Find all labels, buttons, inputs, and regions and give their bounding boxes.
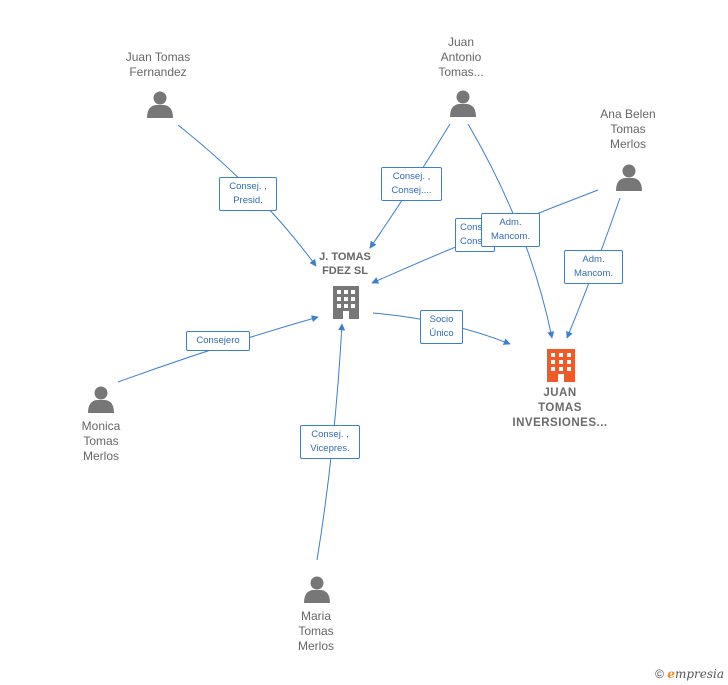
- label-line: Tomas: [83, 434, 119, 448]
- person-icon-juan-tomas-fernandez[interactable]: [147, 91, 173, 119]
- edge-label-line: Mancom.: [573, 268, 614, 279]
- label-line: TOMAS: [538, 402, 582, 414]
- edge-label-line: Presid.: [233, 195, 263, 206]
- edge-label-consej-consej[interactable]: Consej. , Consej....: [381, 167, 442, 201]
- edge-label-line: Adm.: [499, 217, 522, 228]
- label-line: Monica: [81, 419, 121, 433]
- person-icon-juan-antonio[interactable]: [450, 90, 476, 118]
- edge-label-line: Consej. ,: [392, 171, 431, 182]
- label-line: Merlos: [82, 449, 119, 463]
- label-line: JUAN: [543, 387, 577, 399]
- label-line: Merlos: [609, 137, 646, 151]
- edge-label-line: Cons: [460, 222, 483, 233]
- node-label-ana-belen[interactable]: Ana Belen Tomas Merlos: [588, 107, 668, 152]
- building-icon-juan-tomas-inversiones[interactable]: [547, 349, 575, 382]
- label-line: Antonio: [440, 50, 482, 64]
- footer-brand: © empresia: [655, 667, 724, 681]
- brand-e: e: [667, 667, 675, 681]
- label-line: Tomas: [298, 624, 334, 638]
- label-line: FDEZ SL: [322, 265, 368, 277]
- person-icon-ana-belen[interactable]: [616, 164, 642, 192]
- person-icon-maria[interactable]: [304, 576, 330, 604]
- edge-label-line: Único: [429, 328, 454, 339]
- edge-label-line: Adm.: [582, 254, 605, 265]
- edge-label-adm-mancom-2[interactable]: Adm. Mancom.: [564, 250, 623, 284]
- brand-rest: mpresia: [674, 667, 724, 681]
- label-line: Ana Belen: [600, 107, 656, 121]
- label-line: J. TOMAS: [319, 251, 371, 263]
- node-label-juan-antonio[interactable]: Juan Antonio Tomas...: [420, 35, 502, 80]
- edge-label-adm-mancom-1[interactable]: Adm. Mancom.: [481, 213, 540, 247]
- label-line: Juan Tomas: [125, 50, 191, 64]
- edge-label-line: Cons: [460, 236, 483, 247]
- edge-label-line: Consej. ,: [311, 429, 349, 440]
- node-label-juan-tomas-inversiones[interactable]: JUAN TOMAS INVERSIONES...: [500, 386, 620, 431]
- edge-label-line: Socio: [429, 314, 454, 325]
- building-icon-j-tomas-fdez[interactable]: [333, 286, 359, 319]
- node-label-j-tomas-fdez[interactable]: J. TOMAS FDEZ SL: [300, 250, 390, 278]
- label-line: Maria: [300, 609, 331, 623]
- node-label-monica[interactable]: Monica Tomas Merlos: [63, 419, 139, 464]
- edge-label-consejero[interactable]: Consejero: [186, 331, 250, 351]
- edge-label-line: Consej....: [391, 185, 432, 196]
- person-icon-monica[interactable]: [88, 386, 114, 414]
- label-line: Juan: [447, 35, 475, 49]
- edge-label-socio-unico[interactable]: Socio Único: [420, 310, 463, 344]
- label-line: INVERSIONES...: [512, 417, 608, 429]
- edge-label-consej-vicepres[interactable]: Consej. , Vicepres.: [300, 425, 360, 459]
- label-line: Tomas...: [438, 65, 484, 79]
- node-label-juan-tomas-fernandez[interactable]: Juan Tomas Fernandez: [110, 50, 206, 80]
- edge-label-line: Consej. ,: [229, 181, 267, 192]
- edge-label-consej-presid[interactable]: Consej. , Presid.: [219, 177, 277, 211]
- brand-logo: empresia: [667, 667, 724, 681]
- node-label-maria[interactable]: Maria Tomas Merlos: [278, 609, 354, 654]
- edge-label-line: Vicepres.: [310, 443, 350, 454]
- label-line: Tomas: [610, 122, 646, 136]
- edge-label-line: Mancom.: [490, 231, 531, 242]
- label-line: Fernandez: [129, 65, 187, 79]
- copyright-symbol: ©: [655, 667, 664, 681]
- edge-label-line: Consejero: [196, 335, 240, 346]
- label-line: Merlos: [297, 639, 334, 653]
